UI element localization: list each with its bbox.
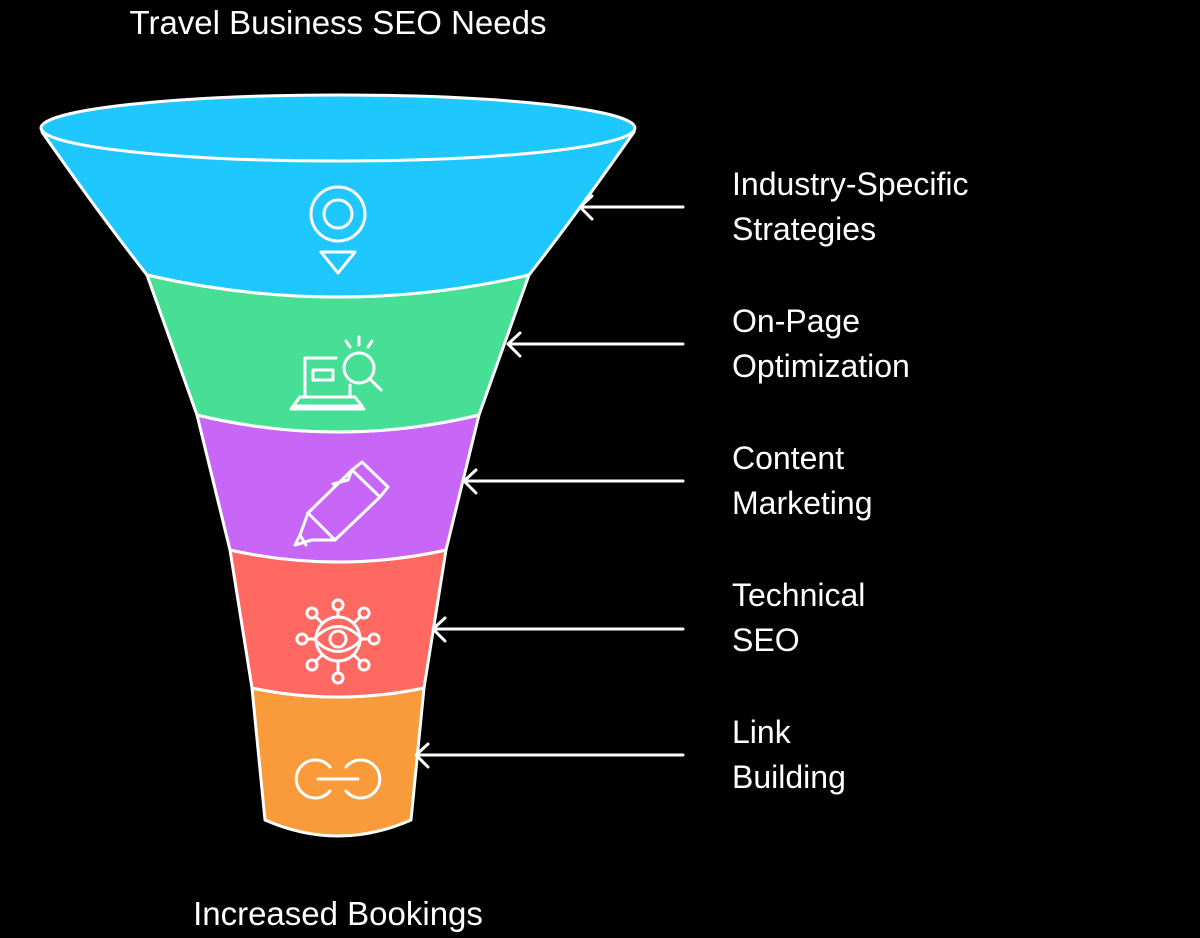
stage-label-link-building: Link Building [732,710,846,800]
stage-label-technical-seo: Technical SEO [732,573,865,663]
label-line: Technical [732,577,866,613]
diagram-title: Travel Business SEO Needs [129,4,547,41]
label-line: Optimization [732,348,910,384]
label-line: SEO [732,622,800,658]
funnel-stage-link-building [250,686,426,838]
arrow-on-page [506,331,685,358]
stage-label-on-page-optimization: On-Page Optimization [732,299,910,389]
label-line: Strategies [732,211,877,247]
label-line: Link [732,714,791,750]
eye-network-icon [295,598,381,685]
label-line: Content [732,440,845,476]
label-line: Industry-Specific [732,166,969,202]
funnel-output-label: Increased Bookings [193,895,483,932]
stage-label-content-marketing: Content Marketing [732,436,873,526]
arrow-technical-seo [431,616,685,643]
label-line: Marketing [732,485,873,521]
funnel-stage-content-marketing [195,413,481,564]
link-icon [294,758,382,800]
arrow-link-building [414,742,685,769]
funnel-stage-industry-specific-strategies [40,130,636,299]
location-pin-icon [309,185,367,275]
funnel-stage-technical-seo [228,548,448,699]
label-line: Building [732,759,846,795]
laptop-search-icon [289,335,383,411]
arrow-content-marketing [462,468,685,495]
funnel-top-rim [39,93,637,163]
label-line: On-Page [732,303,861,339]
pen-icon [293,460,390,547]
arrow-industry-specific [578,194,685,221]
stage-label-industry-specific-strategies: Industry-Specific Strategies [732,162,969,252]
